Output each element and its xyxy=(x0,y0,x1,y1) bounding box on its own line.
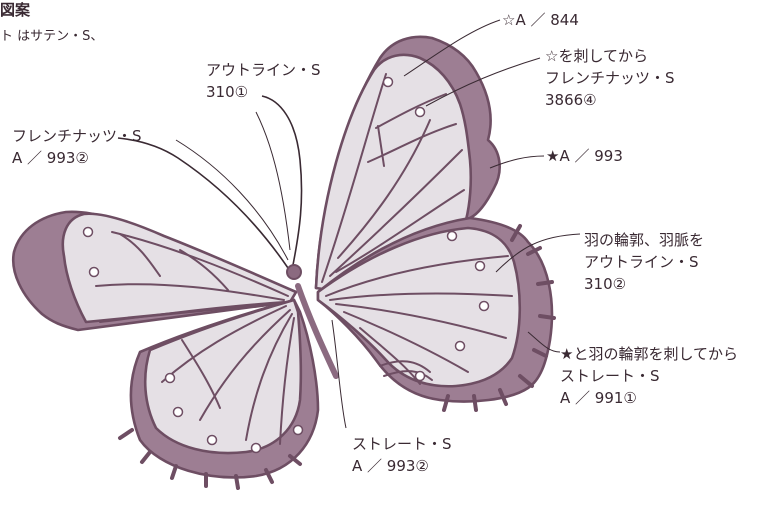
label-star-then-french-2: フレンチナッツ・S xyxy=(545,68,675,88)
label-straight-right-3: A ／ 991① xyxy=(560,388,637,408)
label-star-white-a844: ☆A ／ 844 xyxy=(502,10,579,30)
label-wing-edge-3: 310② xyxy=(584,274,626,294)
label-french-left-1: フレンチナッツ・S xyxy=(12,126,142,146)
label-straight-right-2: ストレート・S xyxy=(560,366,660,386)
label-outline-top-2: 310① xyxy=(206,82,248,102)
label-straight-bottom-1: ストレート・S xyxy=(352,434,452,454)
label-outline-top-1: アウトライン・S xyxy=(206,60,321,80)
label-wing-edge-1: 羽の輪郭、羽脈を xyxy=(584,230,704,250)
label-straight-bottom-2: A ／ 993② xyxy=(352,456,429,476)
header-note: ト はサテン・S、 xyxy=(0,27,103,47)
label-star-black-a993: ★A ／ 993 xyxy=(546,146,623,166)
label-french-left-2: A ／ 993② xyxy=(12,148,89,168)
label-wing-edge-2: アウトライン・S xyxy=(584,252,699,272)
label-star-then-french-3: 3866④ xyxy=(545,90,597,110)
label-star-then-french-1: ☆を刺してから xyxy=(545,46,648,66)
page-title: 図案 xyxy=(0,0,30,20)
upper-left-wing xyxy=(63,214,296,322)
label-straight-right-1: ★と羽の輪郭を刺してから xyxy=(560,344,738,364)
